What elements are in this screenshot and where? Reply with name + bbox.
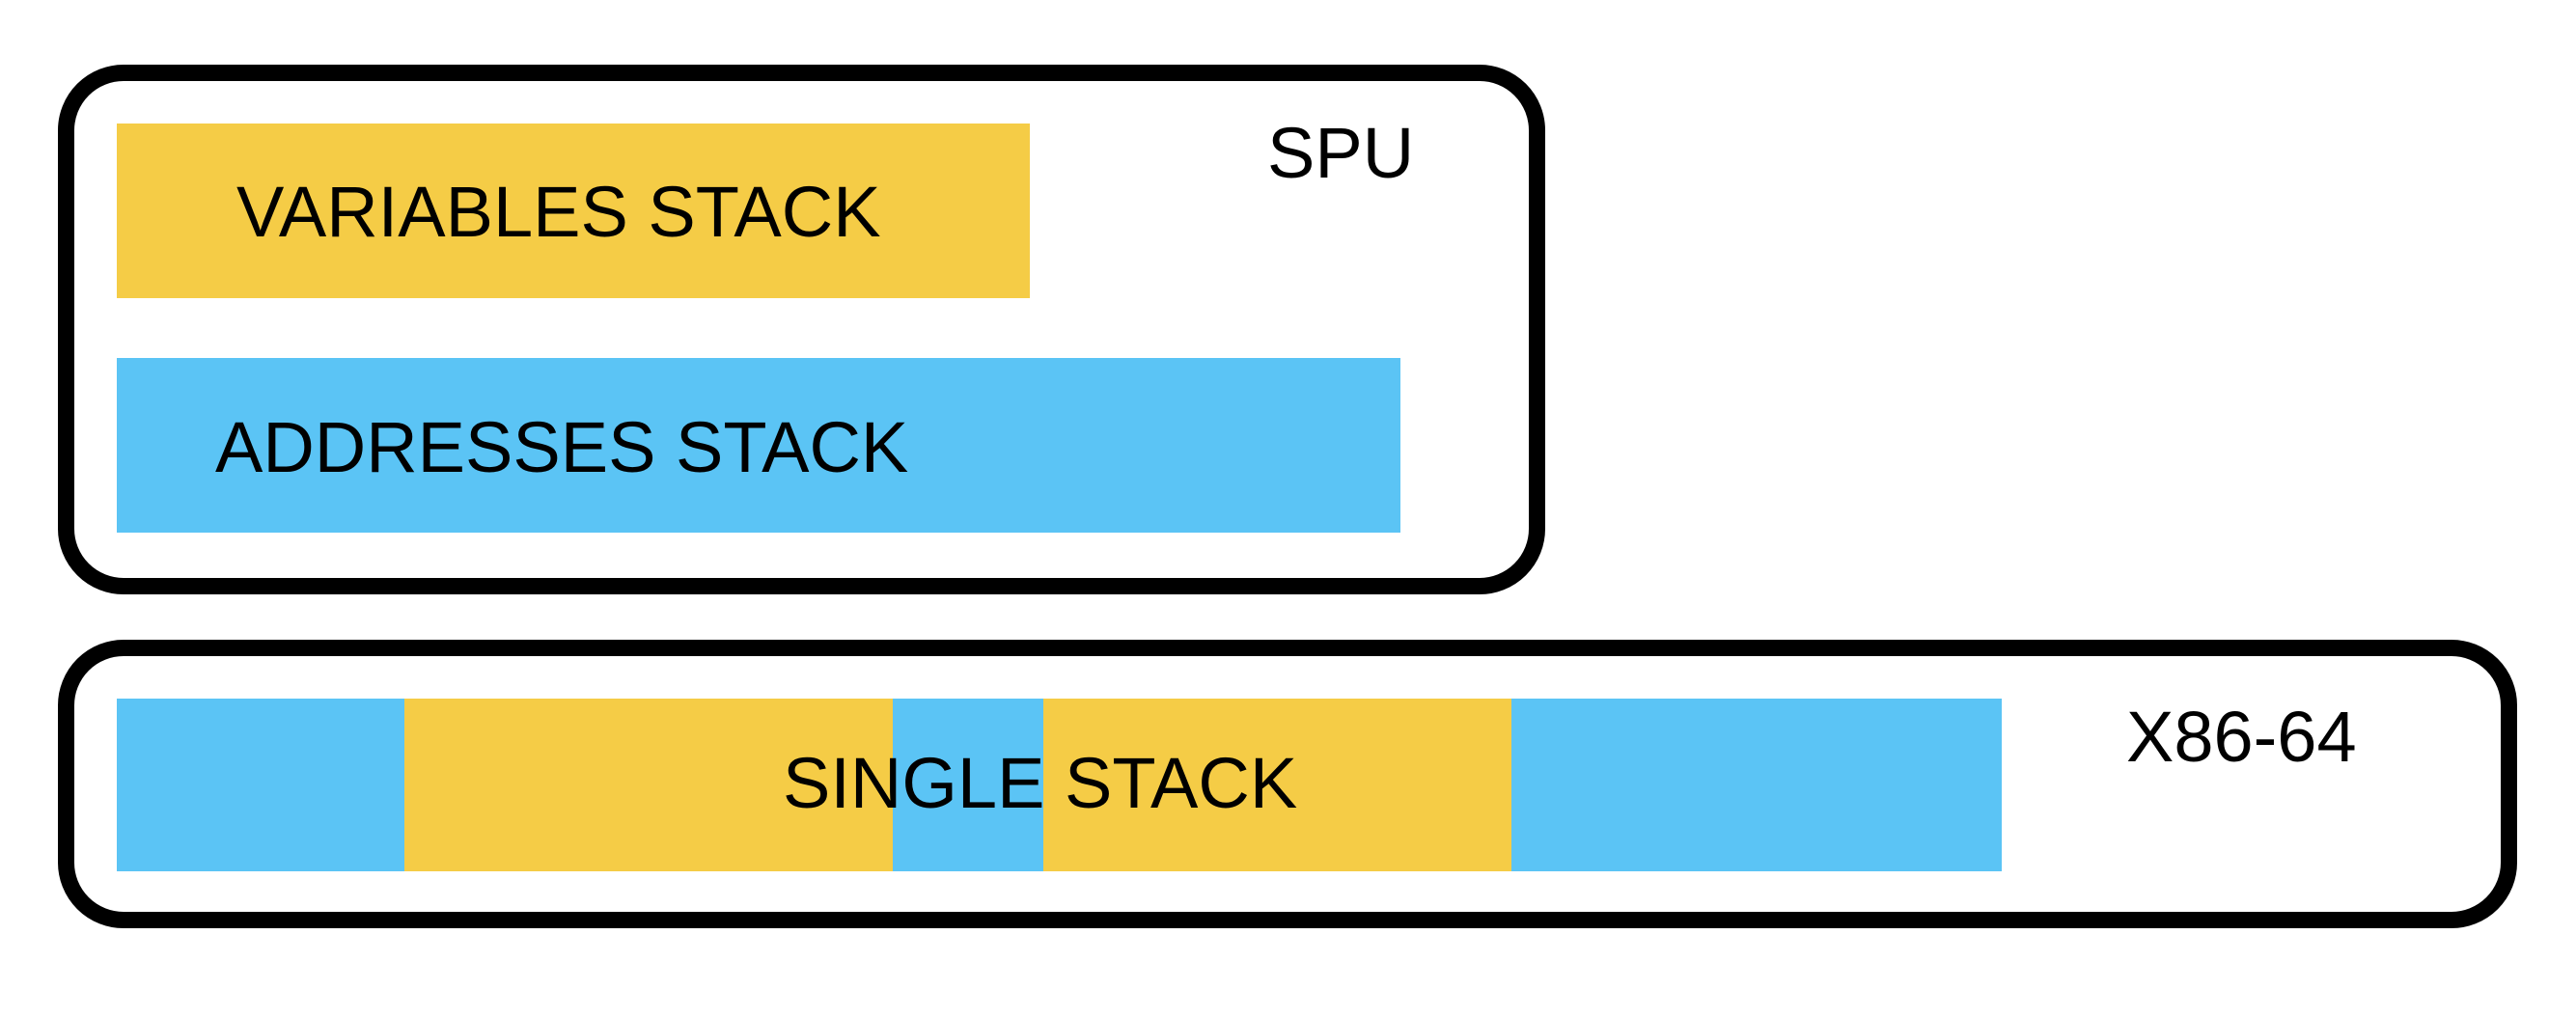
single-stack-label: SINGLE STACK xyxy=(783,743,1298,823)
single-stack-segment-2 xyxy=(404,699,893,871)
spu-title: SPU xyxy=(1267,113,1415,193)
addresses-stack-bar xyxy=(117,358,1400,533)
single-stack-segment-4 xyxy=(1043,699,1511,871)
addresses-stack-label: ADDRESSES STACK xyxy=(215,407,909,487)
single-stack-segment-3 xyxy=(893,699,1043,871)
variables-stack-bar xyxy=(117,124,1030,298)
single-stack-segment-5 xyxy=(1511,699,2002,871)
single-stack-segment-1 xyxy=(117,699,404,871)
variables-stack-label: VARIABLES STACK xyxy=(236,172,881,252)
x86-64-title: X86-64 xyxy=(2126,697,2357,777)
